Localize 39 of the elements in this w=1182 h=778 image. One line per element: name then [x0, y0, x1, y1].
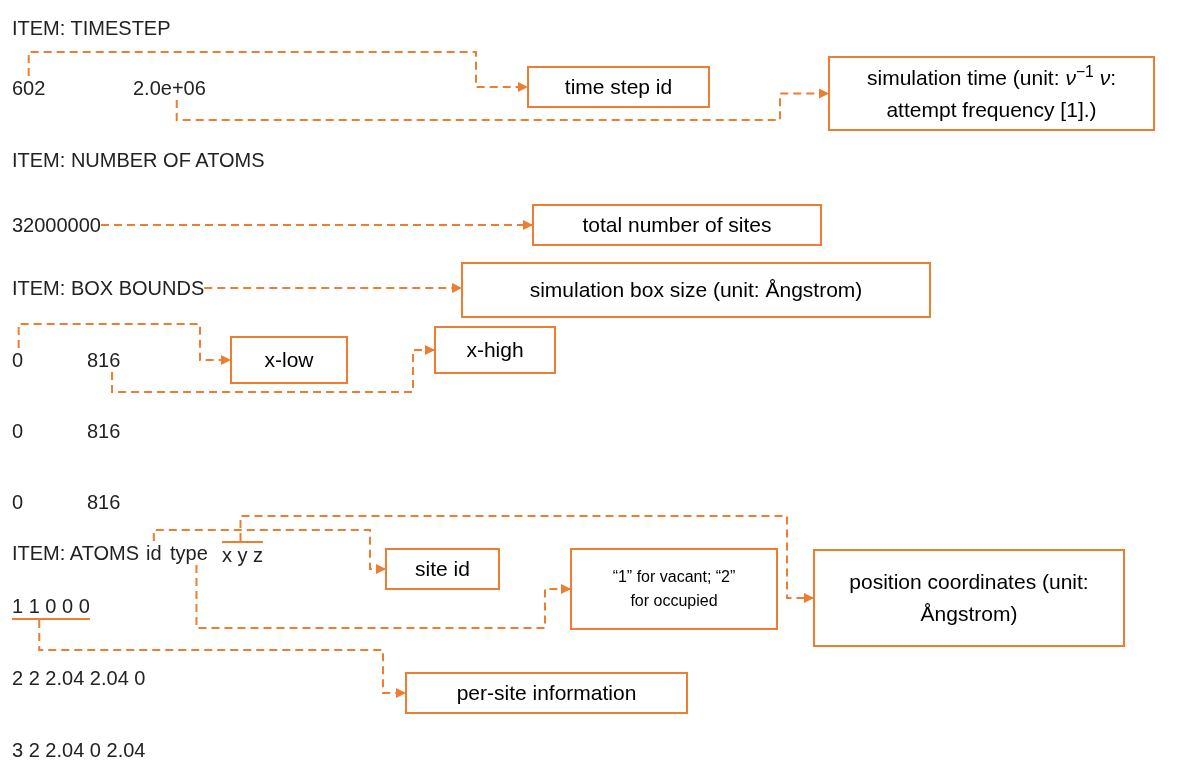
- file-value: 32000000: [12, 213, 101, 237]
- annotation-box: per-site information: [405, 672, 688, 714]
- file-value: 816: [87, 348, 121, 372]
- dashed-arrow: [239, 515, 814, 603]
- file-line: 2 2 2.04 2.04 0: [12, 666, 146, 690]
- annotation-box: x-low: [230, 336, 348, 384]
- file-value: 0: [12, 348, 24, 372]
- annotation-box: “1” for vacant; “2” for occupied: [570, 548, 778, 630]
- annotation-box: total number of sites: [532, 204, 822, 246]
- annotation-box: simulation time (unit: ν$^{−1}$ ν: attempt frequency [1].): [828, 56, 1155, 131]
- file-line: 3 2 2.04 0 2.04: [12, 738, 146, 762]
- file-value: 2.0e+06: [133, 76, 206, 100]
- file-value: id: [146, 541, 162, 565]
- dashed-arrow: [203, 283, 462, 293]
- file-line: ITEM: NUMBER OF ATOMS: [12, 148, 265, 172]
- file-line: 0: [12, 490, 24, 514]
- file-line: ITEM: TIMESTEP: [12, 16, 171, 40]
- annotation-box: site id: [385, 548, 500, 590]
- file-line: 816: [87, 490, 121, 514]
- annotation-box: time step id: [527, 66, 710, 108]
- file-line: ITEM: ATOMS: [12, 541, 140, 565]
- dashed-arrow: [175, 88, 829, 121]
- dashed-arrow: [17, 323, 231, 365]
- dashed-arrow: [195, 564, 571, 629]
- file-line: 0: [12, 419, 24, 443]
- annotation-box: x-high: [434, 326, 556, 374]
- file-line: 816: [87, 419, 121, 443]
- dashed-arrow: [111, 345, 435, 393]
- underlined-record: 1 1 0 0 0: [12, 594, 90, 620]
- annotation-box: simulation box size (unit: Ångstrom): [461, 262, 931, 318]
- file-value: 602: [12, 76, 46, 100]
- dashed-arrow: [100, 220, 533, 230]
- file-value: ITEM: BOX BOUNDS: [12, 276, 205, 300]
- file-value: type: [170, 541, 208, 565]
- overlined-field: x y z: [222, 541, 264, 567]
- dashed-arrow: [27, 51, 528, 92]
- dashed-arrow: [152, 529, 386, 574]
- annotation-box: position coordinates (unit: Ångstrom): [813, 549, 1125, 647]
- dashed-arrow: [38, 619, 406, 698]
